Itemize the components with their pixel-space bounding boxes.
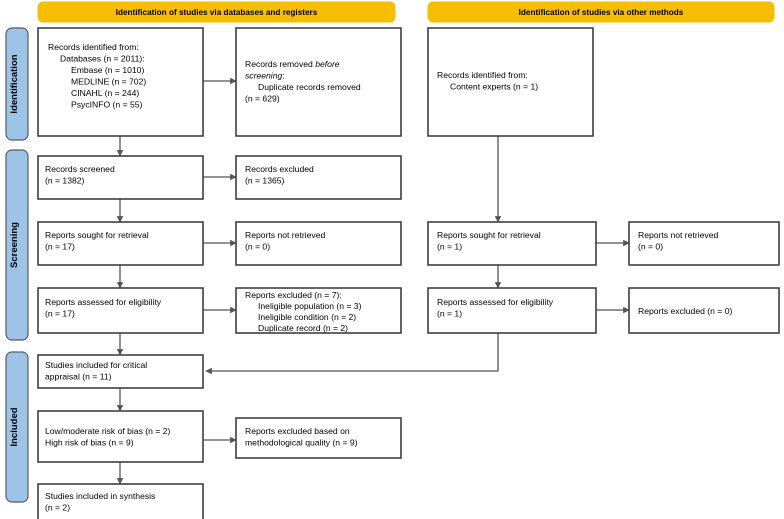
box-other-reports-excluded-rect xyxy=(628,287,780,334)
box-other-records-identified-rect xyxy=(427,27,594,137)
box-records-excluded-text: Records excluded (n = 1365) xyxy=(245,164,316,186)
box-studies-synthesis-rect xyxy=(37,483,204,519)
box-studies-synthesis: Studies included in synthesis (n = 2) xyxy=(37,483,204,519)
box-risk-of-bias-rect xyxy=(37,410,204,463)
box-reports-assessed-rect xyxy=(37,287,204,334)
box-risk-of-bias: Low/moderate risk of bias (n = 2) High r… xyxy=(37,410,204,463)
box-reports-not-retrieved: Reports not retrieved (n = 0) xyxy=(235,221,402,266)
box-records-screened-text: Records screened (n = 1382) xyxy=(45,164,117,186)
box-other-reports-not-retrieved: Reports not retrieved (n = 0) xyxy=(628,221,780,266)
box-other-records-identified: Records identified from: Content experts… xyxy=(427,27,594,137)
box-records-identified-text: Records identified from: Databases (n = … xyxy=(48,42,149,110)
stage-screening: Screening xyxy=(5,149,29,341)
stage-identification: Identification xyxy=(5,27,29,141)
box-records-removed: Records removed before screening: Duplic… xyxy=(235,27,402,137)
banner-databases-label: Identification of studies via databases … xyxy=(116,8,318,17)
box-excluded-methodological-rect xyxy=(235,417,402,459)
stage-included: Included xyxy=(5,351,29,503)
banner-databases-rect xyxy=(37,1,396,23)
box-other-reports-sought: Reports sought for retrieval (n = 1) xyxy=(427,221,597,266)
banner-other-methods: Identification of studies via other meth… xyxy=(427,1,775,23)
banner-other-methods-rect xyxy=(427,1,775,23)
box-other-reports-excluded-text: Reports excluded (n = 0) xyxy=(638,306,732,316)
box-records-screened-rect xyxy=(37,155,204,200)
box-records-identified: Records identified from: Databases (n = … xyxy=(37,27,204,137)
flow-connectors xyxy=(116,77,630,485)
box-reports-sought-text: Reports sought for retrieval (n = 17) xyxy=(45,230,151,252)
box-reports-excluded-detail: Reports excluded (n = 7): Ineligible pop… xyxy=(235,287,402,334)
box-reports-excluded-detail-rect xyxy=(235,287,402,334)
banner-databases: Identification of studies via databases … xyxy=(37,1,396,23)
stage-identification-label: Identification xyxy=(9,54,20,113)
box-other-reports-assessed-rect xyxy=(427,287,597,334)
box-excluded-methodological-text: Reports excluded based on methodological… xyxy=(245,426,358,448)
stage-screening-label: Screening xyxy=(9,222,20,268)
box-records-excluded-rect xyxy=(235,155,402,200)
box-other-records-identified-text: Records identified from: Content experts… xyxy=(437,70,538,92)
box-records-screened: Records screened (n = 1382) xyxy=(37,155,204,200)
box-reports-assessed: Reports assessed for eligibility (n = 17… xyxy=(37,287,204,334)
stage-identification-rect xyxy=(5,27,29,141)
box-excluded-methodological: Reports excluded based on methodological… xyxy=(235,417,402,459)
box-reports-assessed-text: Reports assessed for eligibility (n = 17… xyxy=(45,297,163,319)
box-records-removed-text: Records removed before screening: Duplic… xyxy=(245,59,363,104)
box-other-reports-not-retrieved-text: Reports not retrieved (n = 0) xyxy=(638,230,721,252)
box-records-identified-rect xyxy=(37,27,204,137)
box-other-reports-sought-rect xyxy=(427,221,597,266)
box-studies-critical-appraisal: Studies included for critical appraisal … xyxy=(37,354,204,389)
box-reports-sought-rect xyxy=(37,221,204,266)
box-other-reports-excluded: Reports excluded (n = 0) xyxy=(628,287,780,334)
box-studies-critical-appraisal-text: Studies included for critical appraisal … xyxy=(45,360,150,382)
box-other-reports-assessed: Reports assessed for eligibility (n = 1) xyxy=(427,287,597,334)
stage-screening-rect xyxy=(5,149,29,341)
stage-included-label: Included xyxy=(9,407,20,446)
stage-included-rect xyxy=(5,351,29,503)
box-other-reports-not-retrieved-rect xyxy=(628,221,780,266)
box-risk-of-bias-text: Low/moderate risk of bias (n = 2) High r… xyxy=(45,426,173,448)
box-studies-critical-appraisal-rect xyxy=(37,354,204,389)
box-records-removed-rect xyxy=(235,27,402,137)
box-records-excluded: Records excluded (n = 1365) xyxy=(235,155,402,200)
box-reports-not-retrieved-text: Reports not retrieved (n = 0) xyxy=(245,230,328,252)
box-other-reports-sought-text: Reports sought for retrieval (n = 1) xyxy=(437,230,543,252)
banner-other-methods-label: Identification of studies via other meth… xyxy=(519,8,684,17)
connector-other-assessed-to-appraisal xyxy=(205,333,499,375)
box-studies-synthesis-text: Studies included in synthesis (n = 2) xyxy=(45,491,158,513)
box-reports-not-retrieved-rect xyxy=(235,221,402,266)
box-reports-sought: Reports sought for retrieval (n = 17) xyxy=(37,221,204,266)
box-reports-excluded-detail-text: Reports excluded (n = 7): Ineligible pop… xyxy=(245,290,364,333)
box-other-reports-assessed-text: Reports assessed for eligibility (n = 1) xyxy=(437,297,555,319)
